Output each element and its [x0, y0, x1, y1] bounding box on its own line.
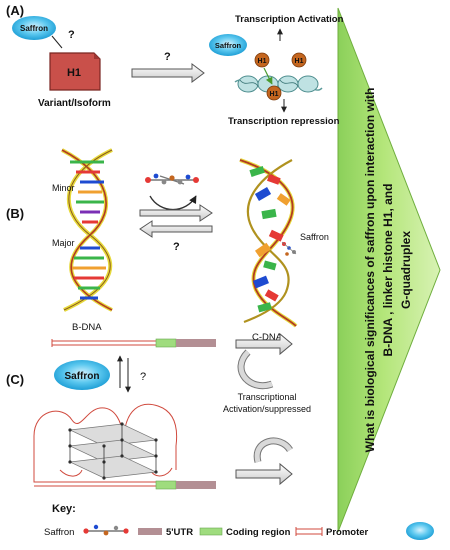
panel-b-question: ? [173, 241, 180, 253]
key-saffron-molecule-icon [83, 524, 129, 536]
activation-cycle-arrow-bottom [235, 437, 293, 486]
transcription-activation-label: Transcription Activation [235, 14, 344, 25]
gene-strand-top [51, 338, 216, 348]
activation-cycle-arrow-top [235, 332, 293, 390]
c-dna-saffron-label: Saffron [300, 232, 329, 242]
key-promoter-label: Promoter [326, 527, 369, 538]
question-banner: What is biological significances of saff… [337, 7, 441, 533]
panel-b: (B) Minor Major [6, 148, 329, 343]
saffron-tether-line [51, 35, 63, 49]
legend-key: Key: Saffron 5'UTR Coding region Promote… [44, 503, 434, 540]
g-tetrad-planes [68, 423, 158, 479]
saffron-ball-stick-icon [145, 173, 199, 185]
h1-node-1: H1 [254, 52, 270, 68]
saffron-molecule-icon-right: Saffron [209, 34, 247, 56]
panel-b-tag: (B) [6, 206, 24, 221]
key-utr-swatch [138, 528, 162, 535]
histone-h1-label: H1 [67, 67, 81, 79]
panel-a-saffron-label-right: Saffron [215, 41, 242, 50]
c-dna-structure [239, 158, 298, 328]
h1-node-3: H1 [266, 85, 282, 101]
b-dna-helix [61, 148, 113, 312]
panel-a-arrow [131, 63, 205, 83]
banner-line-2: B-DNA , linker histone H1, and [381, 184, 395, 357]
h1-node-2-label: H1 [295, 58, 304, 65]
key-saffron-label: Saffron [44, 527, 74, 538]
panel-c: (C) Saffron ? [6, 332, 311, 490]
key-coding-swatch [199, 527, 223, 536]
binding-curve-arrow [149, 195, 197, 210]
effect-line-1: Transcriptional [238, 392, 297, 402]
major-groove-label: Major [52, 238, 75, 248]
banner-line-1: What is biological significances of saff… [363, 88, 377, 453]
b-dna-label: B-DNA [72, 322, 102, 333]
panel-a-saffron-label: Saffron [20, 24, 48, 33]
key-saffron-ball-icon [406, 522, 434, 540]
saffron-molecule-icon: Saffron [12, 16, 56, 40]
h1-binding-arrow [263, 67, 273, 85]
banner-line-3: G-quadruplex [399, 231, 413, 309]
panel-c-question: ? [140, 371, 146, 383]
transcription-repression-label: Transcription repression [228, 116, 340, 127]
key-title: Key: [52, 503, 76, 515]
panel-a-question-top: ? [68, 29, 75, 41]
panel-a-question-arrow: ? [164, 51, 171, 63]
key-coding-label: Coding region [226, 527, 291, 538]
h1-node-2: H1 [291, 52, 307, 68]
panel-a: (A) Saffron ? H1 Variant/Isoform ? Saffr… [6, 3, 344, 127]
c-dna-label: C-DNA [252, 332, 283, 343]
bound-saffron-icon [281, 241, 297, 256]
equilibrium-arrows [139, 204, 213, 238]
panel-c-saffron-icon: Saffron [54, 360, 110, 390]
key-promoter-swatch [295, 527, 323, 536]
histone-h1-block: H1 [49, 52, 101, 91]
h1-node-3-label: H1 [270, 91, 279, 98]
panel-c-tag: (C) [6, 372, 24, 387]
panel-c-saffron-label: Saffron [65, 371, 100, 382]
panel-a-tag: (A) [6, 3, 24, 18]
key-utr-label: 5'UTR [166, 527, 193, 538]
effect-line-2: Activation/suppressed [223, 404, 311, 414]
g-quadruplex-structure [33, 404, 216, 490]
minor-groove-label: Minor [52, 183, 75, 193]
h1-node-1-label: H1 [258, 58, 267, 65]
variant-isoform-label: Variant/Isoform [38, 98, 111, 109]
